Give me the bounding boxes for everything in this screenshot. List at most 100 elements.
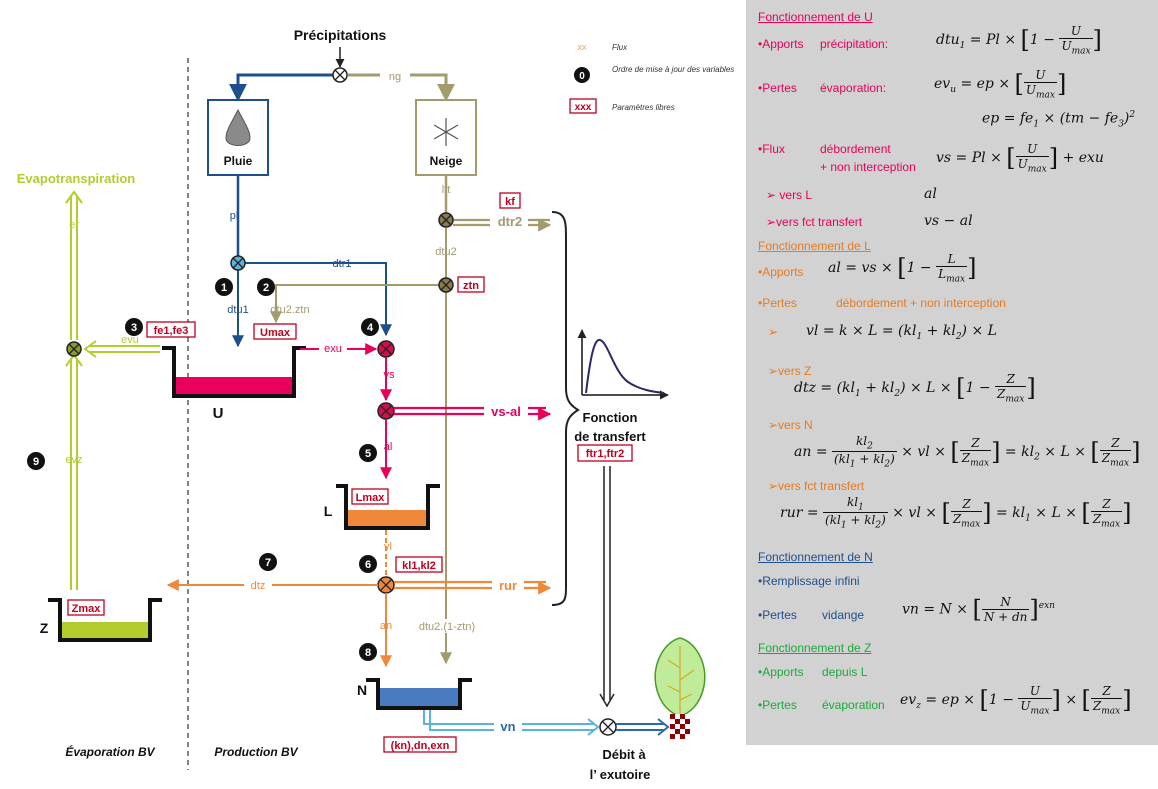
dtu2-ztn-flow [270, 284, 439, 324]
l-reservoir-level [348, 510, 426, 526]
svg-text:7: 7 [265, 557, 271, 569]
step-badge-5: 5 [359, 444, 377, 462]
dtu1-label: dtu1 [227, 304, 248, 316]
rur-label-bg [492, 577, 524, 593]
svg-text:6: 6 [365, 559, 371, 571]
pl-label: pl [230, 210, 239, 222]
fe1fe3-param-box [146, 321, 196, 338]
outlet-flow [616, 718, 670, 736]
detransfert-label: de transfert [574, 429, 646, 444]
step-badge-6: 6 [359, 555, 377, 573]
rain-label: Pluie [224, 154, 253, 168]
l-deb-label: débordement + non interception [836, 296, 1006, 310]
step-badge-7: 7 [259, 553, 277, 571]
u-precip-label: précipitation: [820, 37, 889, 51]
dtu2-ztn-label: dtu2.ztn [270, 304, 309, 316]
hydrological-model-diagram: Précipitations ng Pluie Neige xx Flux 0 … [17, 27, 735, 782]
step-badge-9: 9 [27, 452, 45, 470]
kn-param-box [383, 736, 457, 753]
u-deb-label: débordement [820, 142, 891, 156]
lft-label: lft [442, 184, 451, 196]
svg-text:4: 4 [367, 322, 374, 334]
precipitation-label: Précipitations [294, 27, 387, 43]
dtu2-label: dtu2 [435, 246, 456, 258]
l-versfct-label: ➢vers fct transfert [768, 479, 865, 493]
u-versfct-label: ➢vers fct transfert [766, 215, 863, 229]
transfer-brace [551, 211, 580, 606]
u-flux-label: •Flux [758, 142, 785, 156]
eq-ep: ep = fe1 × (tm − fe3)2 [982, 110, 1136, 130]
z-label: Z [40, 620, 49, 636]
n-remp-label: •Remplissage infini [758, 574, 860, 588]
n-label: N [357, 682, 367, 698]
svg-text:9: 9 [33, 456, 39, 468]
vn-label: vn [500, 719, 515, 734]
step-badge-1: 1 [215, 278, 233, 296]
n-section-heading: Fonctionnement de N [758, 550, 873, 564]
ng-label-bg [380, 69, 410, 83]
ftr-param-box [577, 444, 633, 462]
dtu2-1-ztn-bg [408, 619, 486, 633]
vl-label: vl [384, 541, 392, 553]
evu-flow [83, 340, 160, 358]
l-apports-label: •Apports [758, 265, 804, 279]
dtr2-label: dtr2 [498, 214, 523, 229]
equations-panel: Fonctionnement de U •Apports précipitati… [746, 0, 1158, 745]
evap-junction-icon [66, 341, 82, 357]
step-badge-4: 4 [361, 318, 379, 336]
svg-text:5: 5 [365, 448, 371, 460]
fonction-label: Fonction [583, 410, 638, 425]
svg-text:3: 3 [131, 322, 137, 334]
step-badge-8: 8 [359, 643, 377, 661]
evapotranspiration-label: Evapotranspiration [17, 171, 136, 186]
vsal-label-bg [484, 403, 528, 419]
l-pertes-label: •Pertes [758, 296, 797, 310]
an-label: an [380, 620, 392, 632]
fe1fe3-param: fe1,fe3 [154, 325, 189, 337]
z-pertes-label: •Pertes [758, 698, 797, 712]
dtz-label-bg [244, 578, 272, 592]
ztn-param-box [457, 276, 485, 293]
er-label: er [69, 219, 79, 231]
ng-label: ng [389, 71, 401, 83]
dtz-label: dtz [251, 580, 266, 592]
exu-label-bg [319, 341, 347, 355]
n-pertes-label: •Pertes [758, 608, 797, 622]
lmax-param-box [351, 488, 389, 505]
vs-junction-icon [377, 340, 395, 358]
dtr2-label-bg [490, 213, 528, 229]
kl-param: kl1,kl2 [402, 560, 436, 572]
legend-param-box [569, 98, 597, 114]
kl-param-box [395, 556, 443, 573]
u-apports-label: •Apports [758, 37, 804, 51]
svg-text:1: 1 [221, 282, 227, 294]
l-reservoir-outline [336, 484, 440, 530]
umax-param: Umax [260, 327, 291, 339]
legend-order-num: 0 [579, 71, 585, 82]
u-reservoir-outline [162, 346, 306, 398]
snow-junction-icon [438, 212, 454, 228]
lmax-param: Lmax [356, 492, 386, 504]
evaporation-bv-label: Évaporation BV [65, 744, 155, 759]
l-versn-label: ➢vers N [768, 418, 813, 432]
l-label: L [324, 503, 333, 519]
n-reservoir-level [380, 688, 458, 706]
legend-order-text: Ordre de mise à jour des variables [612, 65, 734, 74]
svg-text:8: 8 [365, 647, 371, 659]
u-nonint-label: + non interception [820, 160, 916, 174]
dtr1-flow [245, 262, 392, 337]
l-junction-icon [377, 576, 395, 594]
production-bv-label: Production BV [214, 745, 298, 759]
svg-text:2: 2 [263, 282, 269, 294]
l-section-heading: Fonctionnement de L [758, 239, 871, 253]
legend-param-sample: xxx [575, 102, 592, 113]
kn-param: (kn),dn,exn [391, 740, 450, 752]
z-evap-label: évaporation [822, 698, 885, 712]
u-versl-label: ➢ vers L [766, 188, 813, 202]
u-reservoir-level [176, 377, 292, 394]
umax-param-box [253, 323, 297, 340]
